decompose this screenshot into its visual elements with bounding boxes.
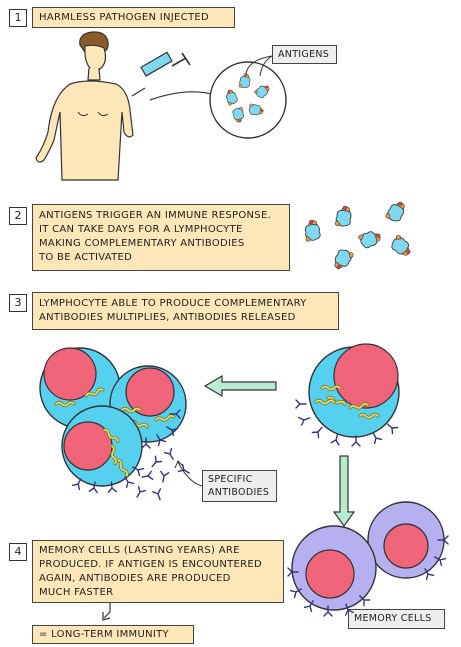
activated-lymphocyte	[295, 343, 400, 447]
zoom-circle	[209, 61, 287, 139]
antigens-label: ANTIGENS	[272, 45, 337, 64]
step-4-line-1: MEMORY CELLS (LASTING YEARS) ARE	[39, 545, 240, 556]
specific-antibodies-line-2: ANTIBODIES	[208, 487, 270, 498]
specific-antibodies-line-1: SPECIFIC	[208, 474, 253, 485]
step-3-line-1: LYMPHOCYTE ABLE TO PRODUCE COMPLEMENTARY	[39, 298, 307, 309]
step-1-box: HARMLESS PATHOGEN INJECTED	[32, 7, 235, 28]
memory-cells-label: MEMORY CELLS	[348, 609, 445, 629]
result-text: = LONG-TERM IMMUNITY	[39, 629, 169, 640]
antigens-label-text: ANTIGENS	[278, 49, 330, 60]
result-box: = LONG-TERM IMMUNITY	[32, 625, 194, 644]
person-figure	[35, 31, 134, 181]
step-3-number: 3	[9, 294, 27, 312]
result-connector	[103, 603, 111, 619]
step-3-box: LYMPHOCYTE ABLE TO PRODUCE COMPLEMENTARY…	[32, 292, 339, 330]
step-4-line-3: AGAIN, ANTIBODIES ARE PRODUCED	[39, 573, 231, 584]
step-3-line-2: ANTIBODIES MULTIPLIES, ANTIBODIES RELEAS…	[39, 312, 296, 323]
step-2-number: 2	[9, 207, 27, 225]
lymphocyte-clones	[39, 347, 187, 494]
step-4-line-2: PRODUCED. IF ANTIGEN IS ENCOUNTERED	[39, 559, 263, 570]
step-2-line-2: IT CAN TAKE DAYS FOR A LYMPHOCYTE	[39, 224, 243, 235]
step-2-line-4: TO BE ACTIVATED	[39, 252, 133, 263]
memory-arrow	[332, 455, 356, 528]
multiply-arrow	[203, 374, 277, 398]
memory-cells	[287, 501, 449, 617]
specific-antibodies-label: SPECIFIC ANTIBODIES	[202, 470, 277, 502]
memory-cells-label-text: MEMORY CELLS	[354, 613, 432, 624]
step-1-number: 1	[9, 9, 27, 27]
antigen-group-2	[301, 198, 416, 273]
step-4-number: 4	[9, 543, 27, 561]
syringe	[131, 51, 191, 97]
step-1-text: HARMLESS PATHOGEN INJECTED	[39, 12, 209, 23]
step-4-line-4: MUCH FASTER	[39, 587, 114, 598]
step-2-line-1: ANTIGENS TRIGGER AN IMMUNE RESPONSE.	[39, 210, 272, 221]
step-2-box: ANTIGENS TRIGGER AN IMMUNE RESPONSE. IT …	[32, 204, 290, 271]
step-2-line-3: MAKING COMPLEMENTARY ANTIBODIES	[39, 238, 245, 249]
free-antibodies	[132, 447, 192, 502]
step-4-box: MEMORY CELLS (LASTING YEARS) ARE PRODUCE…	[32, 540, 284, 603]
